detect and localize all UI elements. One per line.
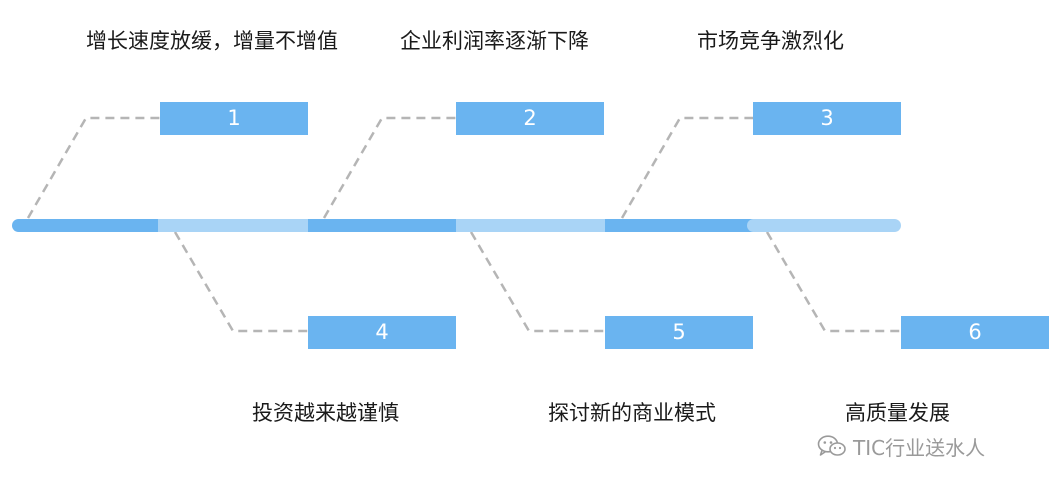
item-1-label: 增长速度放缓，增量不增值: [86, 29, 338, 53]
item-4-label: 投资越来越谨慎: [252, 401, 399, 425]
item-4-box: 4: [308, 316, 456, 349]
item-3-label: 市场竞争激烈化: [697, 29, 844, 53]
item-5-label: 探讨新的商业模式: [548, 401, 716, 425]
axis-segment-3: [308, 219, 456, 232]
connector-5: [469, 231, 605, 333]
wechat-icon: [817, 435, 846, 456]
axis-segment-6: [747, 219, 901, 232]
item-2-box: 2: [456, 102, 604, 135]
watermark: TIC行业送水人: [817, 434, 986, 460]
connector-6: [765, 231, 901, 333]
item-1-box: 1: [160, 102, 308, 135]
connector-4: [173, 231, 308, 333]
connector-3: [620, 116, 753, 219]
axis-segment-2: [158, 219, 308, 232]
item-5-box: 5: [605, 316, 753, 349]
axis-segment-1: [12, 219, 164, 232]
connector-2: [322, 116, 456, 219]
item-6-box: 6: [901, 316, 1049, 349]
item-3-box: 3: [753, 102, 901, 135]
axis-segment-4: [456, 219, 605, 232]
axis-segment-5: [605, 219, 753, 232]
item-6-label: 高质量发展: [845, 401, 950, 425]
watermark-text: TIC行业送水人: [853, 435, 986, 460]
item-2-label: 企业利润率逐渐下降: [400, 29, 589, 53]
connector-1: [26, 116, 160, 219]
